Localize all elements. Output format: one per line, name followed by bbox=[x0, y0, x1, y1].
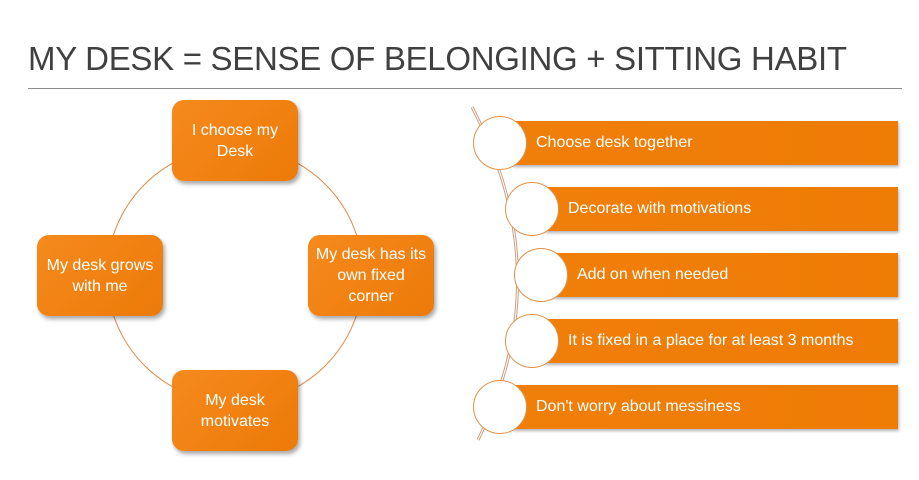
list-item: Don't worry about messiness bbox=[512, 385, 898, 429]
list-item-label: Don't worry about messiness bbox=[536, 398, 741, 415]
bullet-circle bbox=[473, 116, 527, 170]
bullet-circle bbox=[505, 314, 559, 368]
slide-title: MY DESK = SENSE OF BELONGING + SITTING H… bbox=[28, 40, 847, 77]
list-item: Decorate with motivations bbox=[544, 187, 898, 231]
bullet-circle bbox=[505, 182, 559, 236]
list-item-label: Decorate with motivations bbox=[568, 200, 752, 217]
cycle-box-motivates: My desk motivates bbox=[172, 370, 298, 451]
bullet-circle bbox=[514, 248, 568, 302]
list-item: It is fixed in a place for at least 3 mo… bbox=[544, 319, 898, 363]
list-item: Choose desk together bbox=[512, 121, 898, 165]
cycle-box-fixed-corner: My desk has its own fixed corner bbox=[308, 235, 434, 316]
list-item-label: Add on when needed bbox=[577, 266, 729, 283]
cycle-box-grows: My desk grows with me bbox=[37, 235, 163, 316]
list-item-label: It is fixed in a place for at least 3 mo… bbox=[568, 332, 854, 349]
list-item-label: Choose desk together bbox=[536, 134, 693, 151]
title-divider bbox=[28, 88, 902, 89]
list-item: Add on when needed bbox=[553, 253, 898, 297]
cycle-box-choose-desk: I choose my Desk bbox=[172, 100, 298, 181]
bullet-circle bbox=[473, 380, 527, 434]
